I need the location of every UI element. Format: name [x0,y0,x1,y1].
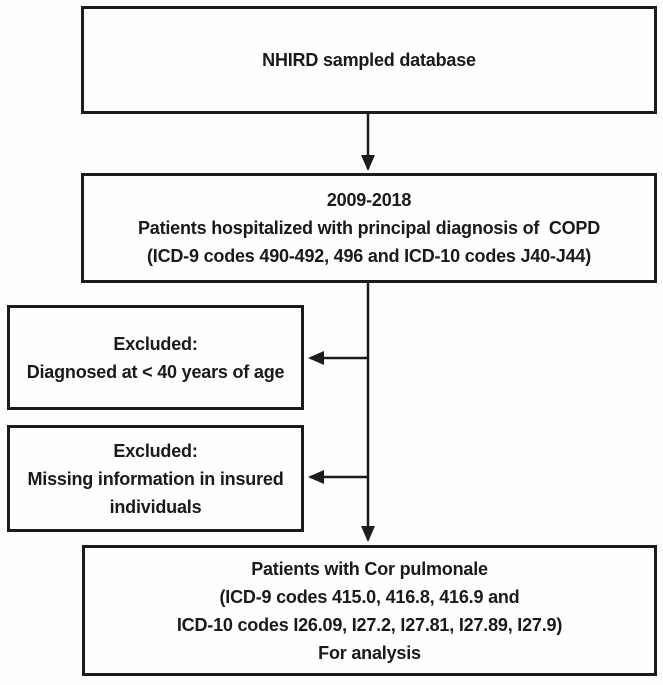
box-excluded-missing-label: Excluded: [113,440,198,461]
box-excluded-missing-reason-line1: Missing information in insured [27,468,284,489]
box-excluded-age-label: Excluded: [113,333,198,354]
box-excluded-age-reason: Diagnosed at < 40 years of age [26,361,285,382]
box-excluded-age: Excluded: Diagnosed at < 40 years of age [7,305,304,410]
box-nhird-database-line: NHIRD sampled database [262,50,476,70]
box-excluded-missing-info: Excluded: Missing information in insured… [7,425,304,532]
box-final-analysis-icd9-codes: (ICD-9 codes 415.0, 416.8, 416.9 and [219,586,520,607]
box-excluded-missing-reason-line2: individuals [109,496,202,517]
box-copd-cohort-line-codes: (ICD-9 codes 490-492, 496 and ICD-10 cod… [146,246,591,266]
box-copd-cohort: 2009-2018 Patients hospitalized with pri… [81,173,657,283]
box-final-analysis-title: Patients with Cor pulmonale [251,558,488,579]
box-final-analysis-footer: For analysis [318,642,421,663]
box-copd-cohort-line-description: Patients hospitalized with principal dia… [137,218,601,238]
box-copd-cohort-line-years: 2009-2018 [326,190,412,210]
box-final-analysis: Patients with Cor pulmonale (ICD-9 codes… [82,545,657,676]
box-nhird-database: NHIRD sampled database [81,6,657,114]
box-final-analysis-icd10-codes: ICD-10 codes I26.09, I27.2, I27.81, I27.… [176,614,563,635]
